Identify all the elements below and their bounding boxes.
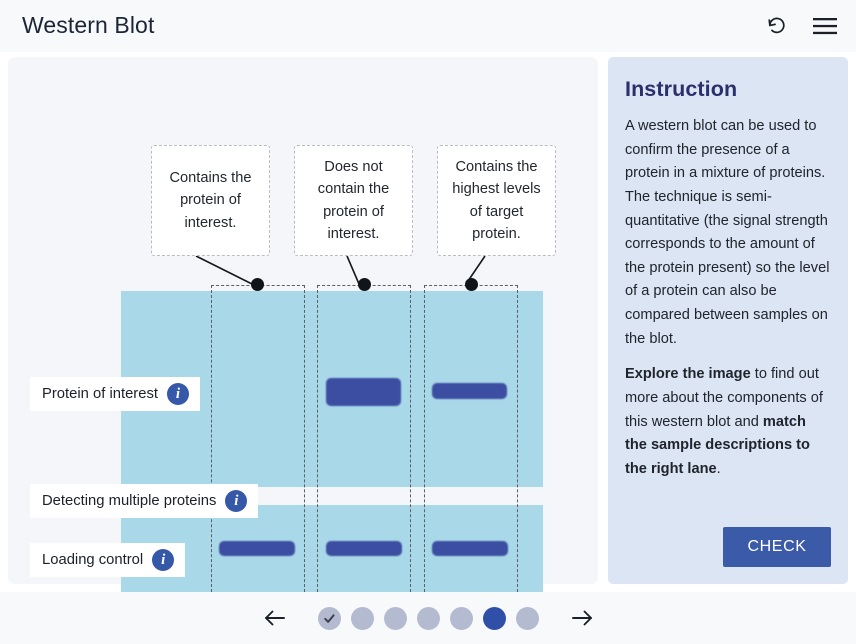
step-dot-6[interactable] <box>482 606 506 630</box>
sample-description-card-1[interactable]: Contains the protein of interest. <box>151 145 270 256</box>
instruction-bold-explore: Explore the image <box>625 366 751 383</box>
lane-anchor-dot-3 <box>465 278 478 291</box>
hotspot-label: Detecting multiple proteins <box>42 493 217 509</box>
instruction-panel: Instruction A western blot can be used t… <box>608 57 848 584</box>
app-header: Western Blot <box>0 0 856 52</box>
step-dot-7[interactable] <box>515 606 539 630</box>
instruction-bold-match: match the sample descriptions to the rig… <box>625 413 810 477</box>
band-loading-control-lane2 <box>326 541 402 556</box>
hamburger-menu-icon[interactable] <box>808 9 842 43</box>
blot-workspace: Contains the protein of interest. Does n… <box>8 57 598 602</box>
band-loading-control-lane3 <box>432 541 508 556</box>
header-actions <box>760 9 842 43</box>
page-title: Western Blot <box>22 12 155 38</box>
check-icon <box>323 613 335 623</box>
footer-navigation <box>0 592 856 644</box>
instruction-paragraph-1: A western blot can be used to confirm th… <box>625 118 830 347</box>
step-dot-1[interactable] <box>317 606 341 630</box>
arrow-right-icon[interactable] <box>569 605 595 631</box>
info-icon[interactable]: i <box>166 383 189 405</box>
nav-inner <box>262 605 595 631</box>
hotspot-loading-control[interactable]: Loading control i <box>30 543 186 577</box>
hotspot-label: Loading control <box>42 552 144 568</box>
check-button[interactable]: CHECK <box>723 527 831 567</box>
step-dot-2[interactable] <box>350 606 374 630</box>
step-dot-3[interactable] <box>383 606 407 630</box>
lane-drop-target-3[interactable] <box>424 285 518 602</box>
info-icon[interactable]: i <box>225 490 248 512</box>
step-dot-4[interactable] <box>416 606 440 630</box>
lane-anchor-dot-1 <box>251 278 264 291</box>
instruction-mid-text: to find out more about the components of… <box>625 366 823 430</box>
info-icon[interactable]: i <box>152 549 175 571</box>
instruction-title: Instruction <box>625 77 738 101</box>
hotspot-detecting-multiple-proteins[interactable]: Detecting multiple proteins i <box>30 484 259 518</box>
step-indicator <box>317 606 539 630</box>
step-dot-5[interactable] <box>449 606 473 630</box>
lane-drop-target-2[interactable] <box>317 285 411 602</box>
instruction-period: . <box>716 460 721 477</box>
lane-drop-target-1[interactable] <box>211 285 305 602</box>
arrow-left-icon[interactable] <box>262 605 288 631</box>
lane-anchor-dot-2 <box>358 278 371 291</box>
restart-icon[interactable] <box>760 9 794 43</box>
sample-description-card-2[interactable]: Does not contain the protein of interest… <box>294 145 413 256</box>
hotspot-protein-of-interest[interactable]: Protein of interest i <box>30 377 200 411</box>
band-protein-of-interest-lane3 <box>432 383 507 399</box>
sample-description-card-3[interactable]: Contains the highest levels of target pr… <box>437 145 556 256</box>
instruction-paragraph-2: Explore the image to find out more about… <box>625 363 831 481</box>
hotspot-label: Protein of interest <box>42 386 158 402</box>
band-protein-of-interest-lane2 <box>326 378 401 406</box>
band-loading-control-lane1 <box>219 541 295 556</box>
